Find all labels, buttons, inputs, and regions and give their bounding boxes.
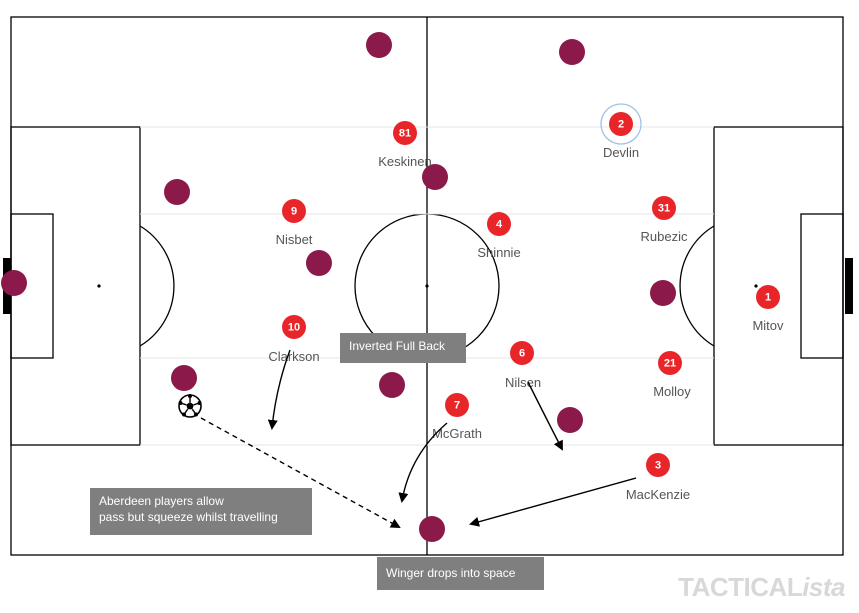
player-marker <box>646 453 670 477</box>
player-number: 7 <box>454 400 460 412</box>
opponent-player-11 <box>419 516 445 542</box>
movement-arrows <box>200 349 637 528</box>
player-name: MacKenzie <box>626 487 690 502</box>
player-number: 2 <box>618 119 624 131</box>
clarkson-run-arrow <box>267 349 291 430</box>
player-name: Devlin <box>603 145 639 160</box>
inverted-full-back-label: Inverted Full Back <box>340 333 466 363</box>
mcgrath-run-arrow <box>398 422 448 503</box>
player-name: Shinnie <box>477 245 520 260</box>
player-marker <box>756 285 780 309</box>
centre-spot <box>425 284 429 288</box>
player-name: McGrath <box>432 426 482 441</box>
mackenzie-run-arrow <box>469 477 637 527</box>
player-name: Keskinen <box>378 154 431 169</box>
right-penalty-spot <box>754 284 758 288</box>
player-name: Nisbet <box>276 232 313 247</box>
opponent-players <box>1 32 676 542</box>
opponent-player-5 <box>306 250 332 276</box>
player-name: Nilsen <box>505 375 541 390</box>
player-number: 6 <box>519 348 525 360</box>
player-number: 9 <box>291 206 297 218</box>
player-marker <box>445 393 469 417</box>
opponent-player-6 <box>1 270 27 296</box>
player-marker <box>282 199 306 223</box>
player-number: 21 <box>664 358 676 370</box>
opponent-player-7 <box>650 280 676 306</box>
aberdeen-note-label: Aberdeen players allow pass but squeeze … <box>90 488 312 535</box>
right-penalty-arc <box>679 225 715 347</box>
watermark-suffix: ista <box>802 572 845 602</box>
opponent-player-3 <box>164 179 190 205</box>
opponent-player-1 <box>366 32 392 58</box>
player-name: Clarkson <box>268 349 319 364</box>
tacticalista-watermark: TACTICALista <box>678 572 845 603</box>
left-penalty-area <box>10 126 141 446</box>
red-team-players: 81Keskinen2Devlin9Nisbet4Shinnie31Rubezi… <box>268 103 784 502</box>
player-marker <box>510 341 534 365</box>
player-marker <box>282 315 306 339</box>
player-name: Rubezic <box>641 229 688 244</box>
winger-drops-label: Winger drops into space <box>377 557 544 590</box>
player-marker <box>652 196 676 220</box>
player-marker <box>487 212 511 236</box>
pass-line-arrow <box>200 417 401 528</box>
opponent-player-8 <box>171 365 197 391</box>
right-six-yard-box <box>800 213 844 359</box>
opponent-player-9 <box>379 372 405 398</box>
player-number: 81 <box>399 128 411 140</box>
opponent-player-10 <box>557 407 583 433</box>
highlight-ring <box>600 103 642 145</box>
left-penalty-arc <box>139 225 175 347</box>
player-number: 10 <box>288 322 300 334</box>
player-marker <box>609 112 633 136</box>
player-marker <box>658 351 682 375</box>
player-name: Mitov <box>752 318 784 333</box>
nilsen-run-arrow <box>527 381 563 451</box>
right-penalty-area <box>713 126 844 446</box>
player-number: 1 <box>765 292 771 304</box>
ball-icon <box>178 394 202 418</box>
opponent-player-4 <box>422 164 448 190</box>
watermark-main: TACTICAL <box>678 572 803 602</box>
player-number: 4 <box>496 219 503 231</box>
player-number: 31 <box>658 203 670 215</box>
player-marker <box>393 121 417 145</box>
left-penalty-spot <box>97 284 101 288</box>
player-number: 3 <box>655 460 661 472</box>
opponent-player-2 <box>559 39 585 65</box>
player-name: Molloy <box>653 384 691 399</box>
right-goal <box>845 258 853 314</box>
